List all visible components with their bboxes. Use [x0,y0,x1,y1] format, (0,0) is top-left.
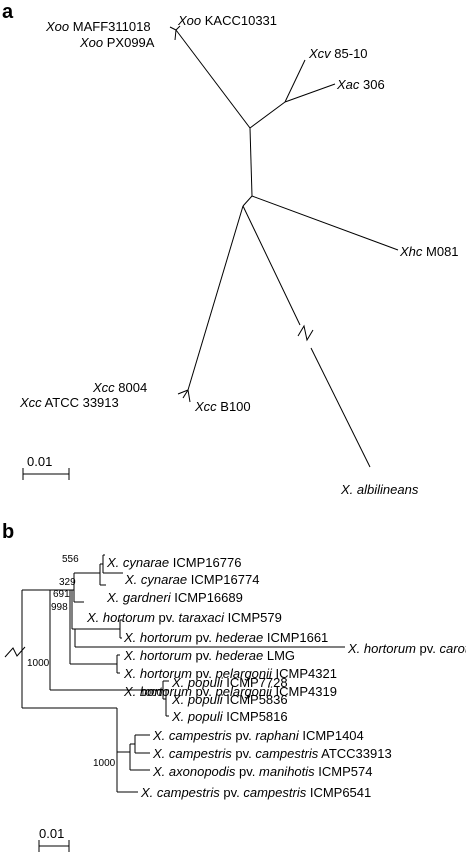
branch-xoo-kacc [175,25,181,31]
unrooted-tree-branches [169,25,399,468]
branch-xcc [187,205,244,391]
bootstrap-values: 556 329 691 998 1000 1000 1000 [27,554,163,769]
branch-backbone-upper [249,127,253,197]
taxon-b-12: X. populi ICMP5816 [171,709,288,724]
taxon-b-13: X. campestris pv. raphani ICMP1404 [152,728,364,743]
bootstrap-329: 329 [59,577,76,588]
taxon-b-7: X. hortorum pv. carotae M081 [347,641,466,656]
taxon-b-1: X. cynarae ICMP16776 [106,555,241,570]
scale-bar-b-label: 0.01 [39,826,64,841]
taxon-b-6: X. hortorum pv. hederae LMG [123,648,295,663]
taxon-xoo-px: Xoo PX099A [79,35,155,50]
unrooted-tree-labels: Xoo MAFF311018 Xoo KACC10331 Xoo PX099A … [19,13,459,497]
rooted-tree-labels: X. cynarae ICMP16776 X. cynarae ICMP16774… [86,555,466,800]
taxon-xoo-kacc: Xoo KACC10331 [177,13,277,28]
taxon-b-16: X. campestris pv. campestris ICMP6541 [140,785,371,800]
taxon-xac: Xac 306 [336,77,385,92]
bootstrap-998: 998 [51,602,68,613]
taxon-b-14: X. campestris pv. campestris ATCC33913 [152,746,392,761]
bootstrap-556: 556 [62,554,79,565]
taxon-b-2: X. cynarae ICMP16774 [124,572,259,587]
rooted-tree-branches [4,554,345,793]
taxon-b-4: X. hortorum pv. taraxaci ICMP579 [86,610,282,625]
bootstrap-1000-root: 1000 [27,658,50,669]
taxon-xhc: Xhc M081 [399,244,459,259]
taxon-b-11: X. populi ICMP5836 [171,692,288,707]
taxon-b-10: X. populi ICMP7728 [171,675,288,690]
panel-b: b [2,521,466,852]
branch-xhc [251,195,399,251]
branch-break-mark-a [297,324,314,342]
scale-bar-a: 0.01 [22,454,70,480]
panel-a: a Xoo MAFF311018 [2,1,459,497]
taxon-xcc-atcc: Xcc ATCC 33913 [19,395,119,410]
bootstrap-1000-campestris: 1000 [93,758,116,769]
panel-b-letter: b [2,521,14,543]
taxon-xcc-8004: Xcc 8004 [92,380,147,395]
branch-xoo-maff [169,26,177,31]
taxon-b-3: X. gardneri ICMP16689 [106,590,243,605]
branch-xac [284,83,336,103]
scale-bar-b: 0.01 [38,826,70,852]
branch-xalb-lower [310,347,371,468]
branch-xoo-px [174,29,177,41]
bootstrap-1000-populi: 1000 [140,688,163,699]
panel-a-letter: a [2,1,14,23]
scale-bar-a-label: 0.01 [27,454,52,469]
branch-xcv [284,59,306,103]
branch-xcc-8004 [177,389,189,395]
branch-backbone-lower [242,195,253,207]
taxon-b-9: X. hortorum pv. pelargonii ICMP4319 [123,684,337,699]
taxon-b-8: X. hortorum pv. pelargonii ICMP4321 [123,666,337,681]
bootstrap-691: 691 [53,589,70,600]
branch-xoo [175,29,251,129]
taxon-xcv: Xcv 85-10 [308,46,368,61]
taxon-xoo-maff: Xoo MAFF311018 [45,19,151,34]
branch-xcc-b100 [187,389,191,403]
branch-xcv-xac [249,101,286,129]
branch-xalb-upper [242,205,301,326]
branch-xcc-atcc [182,389,189,399]
branch-break-mark-b [4,646,26,658]
taxon-xcc-b100: Xcc B100 [194,399,251,414]
taxon-xalbilineans: X. albilineans [340,482,419,497]
taxon-b-5: X. hortorum pv. hederae ICMP1661 [123,630,328,645]
taxon-b-15: X. axonopodis pv. manihotis ICMP574 [152,764,372,779]
